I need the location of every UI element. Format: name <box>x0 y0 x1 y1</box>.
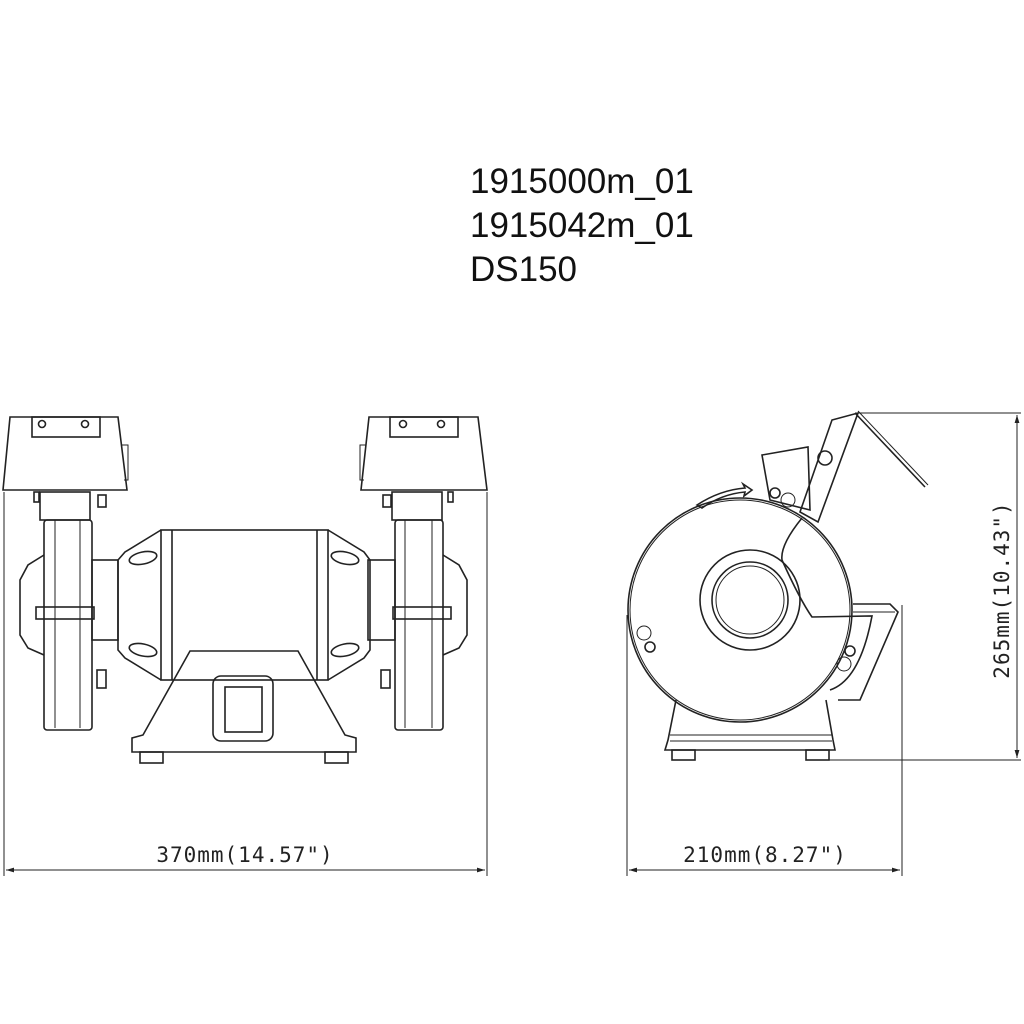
model-name: DS150 <box>470 250 578 289</box>
base <box>131 650 357 764</box>
width-dimension-label: 370mm(14.57") <box>156 843 333 867</box>
power-switch <box>212 675 274 742</box>
depth-dimension-label: 210mm(8.27") <box>683 843 847 867</box>
height-dimension-label: 265mm(10.43") <box>990 501 1014 678</box>
rotation-arrow <box>695 481 754 509</box>
wheel-guard-circle <box>627 497 853 723</box>
side-view: 210mm(8.27") 265mm(10.43") <box>626 410 1021 876</box>
part-number-1: 1915000m_01 <box>470 162 694 201</box>
left-wheel-guard <box>2 416 129 731</box>
spark-deflector <box>854 412 926 488</box>
right-wheel-guard <box>359 416 488 731</box>
front-view: 370mm(14.57") <box>2 416 488 876</box>
part-number-2: 1915042m_01 <box>470 206 694 245</box>
motor-housing <box>117 529 371 681</box>
